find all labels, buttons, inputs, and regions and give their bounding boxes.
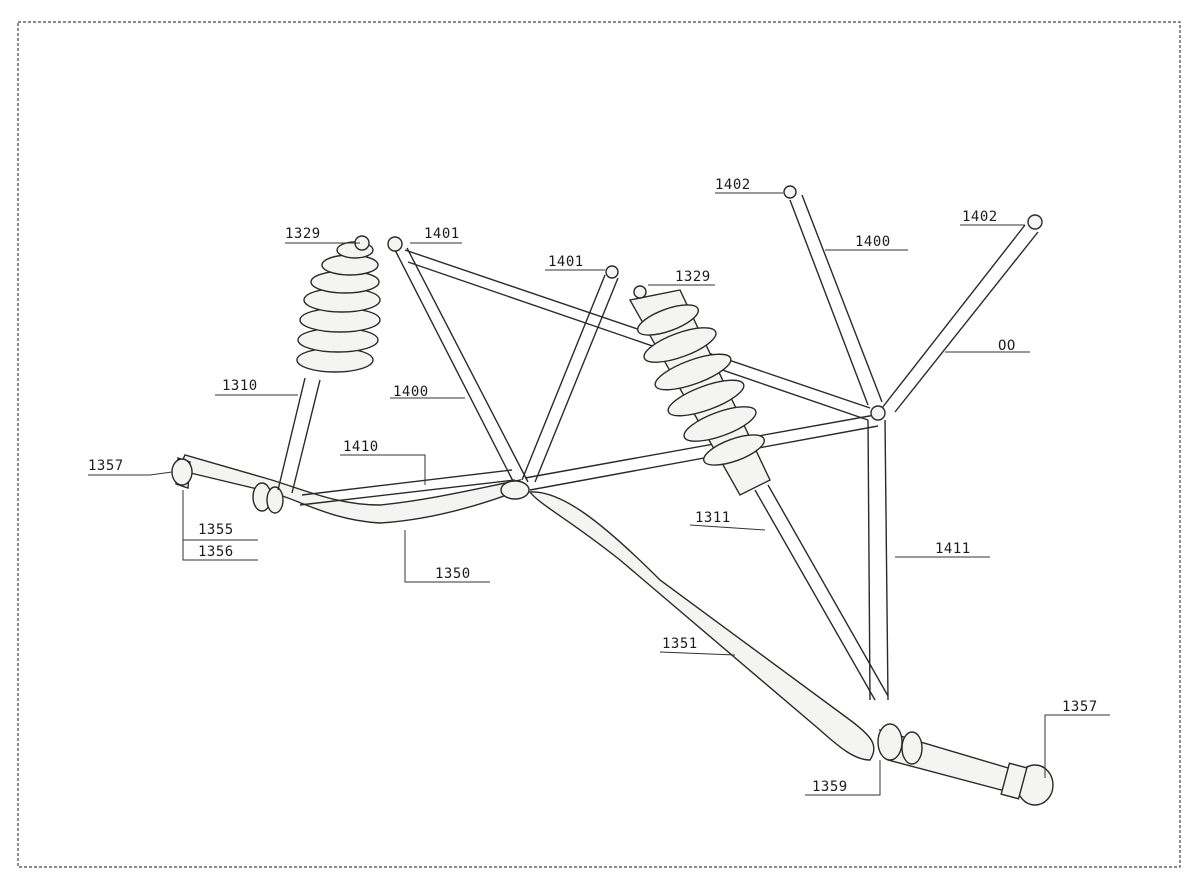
tube-1400-right-a (789, 199, 869, 406)
tube-oo-b (894, 231, 1039, 413)
strut-1310-a (277, 377, 306, 491)
fitting-1401-mid (605, 265, 619, 279)
fitting-1402-left (783, 185, 797, 199)
tube-1411-b (884, 419, 889, 701)
tube-1410-a (299, 479, 516, 506)
tube-1351 (528, 491, 875, 761)
label-1401-mid: 1401 (548, 254, 584, 270)
label-1329-left: 1329 (285, 226, 321, 242)
tube-1311-a (754, 489, 876, 701)
label-oo: OO (998, 338, 1016, 354)
label-1310: 1310 (222, 378, 258, 394)
part-labels: 1357 1355 1356 1350 1310 1329 1401 1400 … (88, 177, 1098, 795)
top-longeron-b (407, 261, 869, 421)
leader-lines (88, 192, 1110, 796)
coil-spring-right (628, 289, 771, 496)
label-1357-right: 1357 (1062, 699, 1098, 715)
drawing-border (17, 21, 1181, 868)
label-1311: 1311 (695, 510, 731, 526)
hub-nut-left (171, 458, 193, 486)
label-1402-left: 1402 (715, 177, 751, 193)
tube-1311-b (767, 484, 889, 697)
label-1350: 1350 (435, 566, 471, 582)
collar-1359 (877, 723, 903, 761)
hub-collar-right (1000, 762, 1028, 800)
cross-tube-a (524, 414, 876, 479)
strut-1401-mid-b (534, 277, 619, 483)
label-1400-mid: 1400 (393, 384, 429, 400)
label-1351: 1351 (662, 636, 698, 652)
fitting-1401-left (387, 236, 403, 252)
label-1329-mid: 1329 (675, 269, 711, 285)
label-1402-right: 1402 (962, 209, 998, 225)
collar-1356 (266, 486, 284, 514)
tube-1400-mid-a (394, 249, 516, 486)
label-1355: 1355 (198, 522, 234, 538)
label-1411: 1411 (935, 541, 971, 557)
joint-center (500, 480, 530, 500)
fitting-1402-right (1027, 214, 1043, 230)
tube-1350 (177, 454, 522, 524)
frame-tubes (171, 185, 1054, 806)
tube-1410-b (301, 469, 513, 496)
label-1401-left: 1401 (424, 226, 460, 242)
coil-spring-left (296, 241, 381, 373)
collar-1359-b (901, 731, 923, 765)
label-1359: 1359 (812, 779, 848, 795)
node-right (870, 405, 886, 421)
tube-1400-mid-b (406, 247, 529, 483)
tube-oo-a (881, 224, 1026, 409)
label-1356: 1356 (198, 544, 234, 560)
label-1357-left: 1357 (88, 458, 124, 474)
label-1400-right: 1400 (855, 234, 891, 250)
label-1410: 1410 (343, 439, 379, 455)
strut-1310-b (291, 379, 321, 494)
tube-1411-a (867, 419, 871, 701)
tube-1400-right-b (801, 194, 883, 403)
strut-1401-mid-a (521, 274, 606, 481)
fitting-1329-mid (633, 285, 647, 299)
